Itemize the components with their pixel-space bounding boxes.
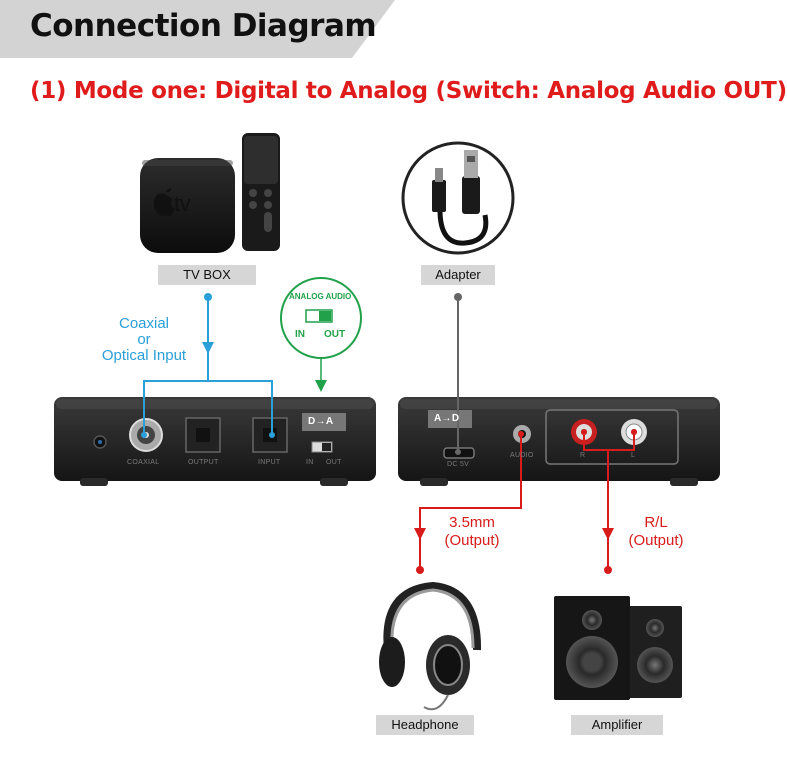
switch-callout-in: IN xyxy=(295,329,305,340)
tag-adapter: Adapter xyxy=(421,265,495,285)
label-input-line2: or xyxy=(137,331,151,348)
remote-control xyxy=(242,133,280,251)
switch-icon xyxy=(319,311,331,321)
converter-front-panel xyxy=(54,397,376,486)
label-input-line3: Optical Input xyxy=(101,347,187,364)
port-label-l: L xyxy=(631,452,636,459)
port-label-r: R xyxy=(580,452,586,459)
label-out35-line1: 3.5mm xyxy=(449,514,495,531)
switch-callout-title: ANALOG AUDIO xyxy=(289,292,352,301)
input-dot xyxy=(204,293,212,301)
adapter-line xyxy=(454,293,462,455)
tag-headphone: Headphone xyxy=(376,715,474,735)
switch-callout xyxy=(280,277,362,392)
port-label-in: IN xyxy=(306,459,314,466)
mode-title: (1) Mode one: Digital to Analog (Switch:… xyxy=(30,78,787,104)
port-label-audio: AUDIO xyxy=(510,452,534,459)
label-outrl-line2: (Output) xyxy=(628,532,684,549)
diagram-artwork xyxy=(54,133,720,711)
headphone-icon xyxy=(379,581,482,711)
apple-icon xyxy=(153,188,175,217)
page-title: Connection Diagram xyxy=(30,8,377,44)
port-label-dc: DC 5V xyxy=(447,461,470,468)
usb-cable-icon xyxy=(401,141,515,255)
port-label-out: OUT xyxy=(326,459,342,466)
out35-arrow xyxy=(414,528,426,540)
converter-rear-panel xyxy=(398,397,720,486)
input-signal-path xyxy=(143,297,273,435)
front-badge: D→A xyxy=(308,416,334,427)
tv-box-device xyxy=(140,158,235,253)
speaker-icon xyxy=(554,596,682,700)
input-arrow xyxy=(202,342,214,354)
tag-tv-box: TV BOX xyxy=(158,265,256,285)
port-label-input: INPUT xyxy=(258,459,281,466)
tv-logo: tv xyxy=(174,191,191,216)
port-label-output: OUTPUT xyxy=(188,459,219,466)
label-out35-line2: (Output) xyxy=(444,532,500,549)
header-band xyxy=(0,0,395,58)
label-outrl-line1: R/L xyxy=(644,514,668,531)
rear-badge: A→D xyxy=(434,413,460,424)
switch-callout-out: OUT xyxy=(324,329,346,340)
port-label-coaxial: COAXIAL xyxy=(127,459,160,466)
outrl-arrow xyxy=(602,528,614,540)
tag-amplifier: Amplifier xyxy=(571,715,663,735)
label-input-line1: Coaxial xyxy=(118,315,170,332)
